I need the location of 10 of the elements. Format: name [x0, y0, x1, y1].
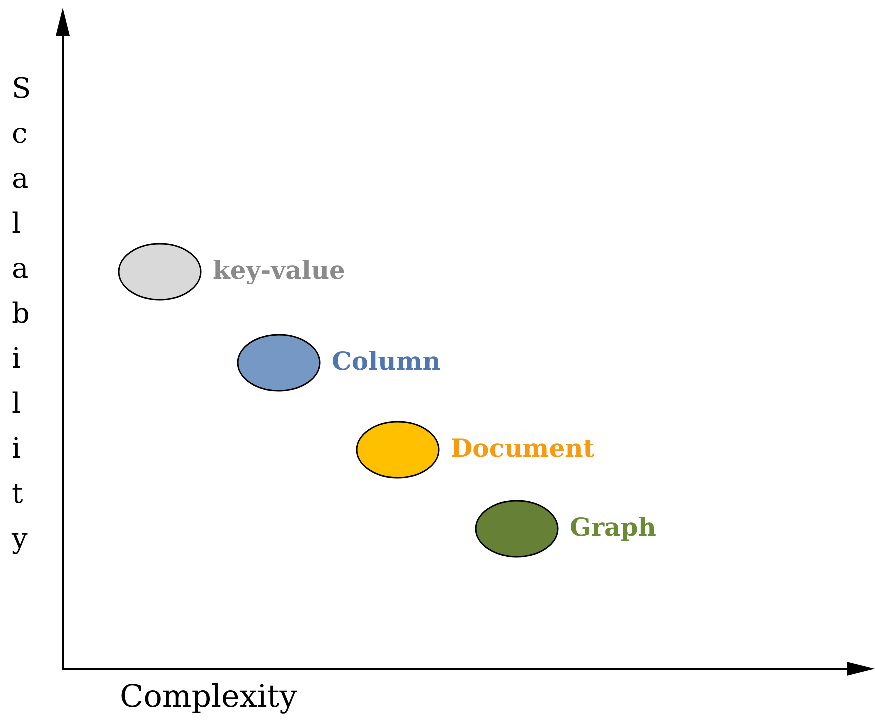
ellipse-marker: [356, 421, 440, 479]
category-label: Document: [451, 436, 595, 461]
ellipse-marker: [475, 500, 559, 558]
axis-title: Scalability: [12, 71, 29, 557]
category-label: Column: [332, 349, 441, 374]
axis-title: Complexity: [120, 682, 298, 713]
ellipse-marker: [118, 243, 202, 301]
ellipse-marker: [237, 334, 321, 392]
category-label: Graph: [570, 515, 656, 540]
category-label: key-value: [213, 258, 346, 283]
